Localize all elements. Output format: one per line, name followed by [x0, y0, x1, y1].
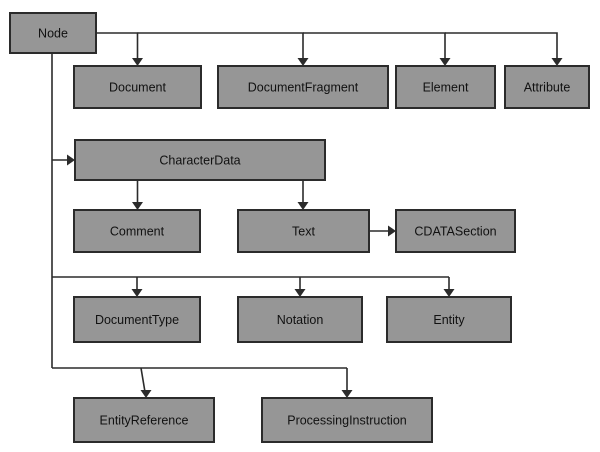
node-label-attribute: Attribute [524, 80, 571, 94]
connector-bus3-to-document-type [131, 277, 143, 297]
node-box-notation[interactable]: Notation [237, 296, 363, 343]
node-label-cdata-section: CDATASection [414, 224, 496, 238]
node-box-document[interactable]: Document [73, 65, 202, 109]
connector-node-to-document-fragment [137, 32, 309, 66]
node-label-element: Element [423, 80, 469, 94]
node-box-text[interactable]: Text [237, 209, 370, 253]
connector-character-data-to-comment [132, 180, 143, 210]
node-box-rect-entity-reference [73, 397, 215, 443]
connector-bus4-to-entity-reference [140, 367, 152, 398]
node-box-cdata-section[interactable]: CDATASection [395, 209, 516, 253]
node-label-document-type: DocumentType [95, 313, 179, 327]
node-box-entity-reference[interactable]: EntityReference [73, 397, 215, 443]
node-box-attribute[interactable]: Attribute [504, 65, 590, 109]
arrowhead-node-to-document-fragment [297, 58, 309, 66]
node-box-rect-character-data [74, 139, 326, 181]
arrowhead-bus3-to-entity [443, 289, 455, 297]
node-box-rect-node [9, 12, 97, 54]
arrowhead-node-to-document [132, 58, 143, 66]
arrowhead-node-to-element [439, 58, 451, 66]
arrowhead-character-data-to-text [297, 202, 309, 210]
node-box-node[interactable]: Node [9, 12, 97, 54]
node-label-character-data: CharacterData [159, 153, 240, 167]
node-box-rect-attribute [504, 65, 590, 109]
connector-node-to-character-data [52, 154, 75, 166]
connector-bus3-to-entity [443, 277, 455, 297]
node-box-rect-comment [73, 209, 201, 253]
connector-character-data-to-text [297, 180, 309, 210]
node-label-comment: Comment [110, 224, 165, 238]
node-box-rect-cdata-section [395, 209, 516, 253]
arrowhead-text-to-cdata-section [388, 225, 396, 237]
node-box-rect-document [73, 65, 202, 109]
node-box-rect-processing-instruction [261, 397, 433, 443]
node-box-document-type[interactable]: DocumentType [73, 296, 201, 343]
connector-node-to-element [303, 32, 451, 66]
node-label-entity-reference: EntityReference [100, 413, 189, 427]
connector-bus4-to-processing-instruction [341, 368, 353, 398]
node-label-notation: Notation [277, 313, 324, 327]
arrowhead-node-to-character-data [67, 154, 75, 166]
arrowhead-bus3-to-document-type [131, 289, 143, 297]
arrowhead-bus4-to-processing-instruction [341, 390, 353, 398]
node-box-rect-text [237, 209, 370, 253]
node-label-text: Text [292, 224, 315, 238]
connector-text-to-cdata-section [369, 225, 396, 237]
arrowhead-character-data-to-comment [132, 202, 143, 210]
node-box-element[interactable]: Element [395, 65, 496, 109]
node-box-rect-notation [237, 296, 363, 343]
node-label-document-fragment: DocumentFragment [248, 80, 359, 94]
node-label-processing-instruction: ProcessingInstruction [287, 413, 407, 427]
node-label-entity: Entity [433, 313, 465, 327]
node-box-character-data[interactable]: CharacterData [74, 139, 326, 181]
node-box-document-fragment[interactable]: DocumentFragment [217, 65, 389, 109]
node-label-document: Document [109, 80, 166, 94]
connector-node-to-document [96, 32, 143, 66]
connector-bus3-to-notation [294, 277, 306, 297]
connector-layer [51, 32, 563, 398]
node-box-processing-instruction[interactable]: ProcessingInstruction [261, 397, 433, 443]
arrowhead-node-to-attribute [551, 58, 563, 66]
arrowhead-bus4-to-entity-reference [140, 390, 152, 398]
connector-node-to-attribute [445, 32, 563, 66]
arrowhead-bus3-to-notation [294, 289, 306, 297]
node-box-rect-document-type [73, 296, 201, 343]
node-box-rect-document-fragment [217, 65, 389, 109]
node-box-entity[interactable]: Entity [386, 296, 512, 343]
node-label-node: Node [38, 26, 68, 40]
node-box-rect-element [395, 65, 496, 109]
node-box-comment[interactable]: Comment [73, 209, 201, 253]
node-box-rect-entity [386, 296, 512, 343]
